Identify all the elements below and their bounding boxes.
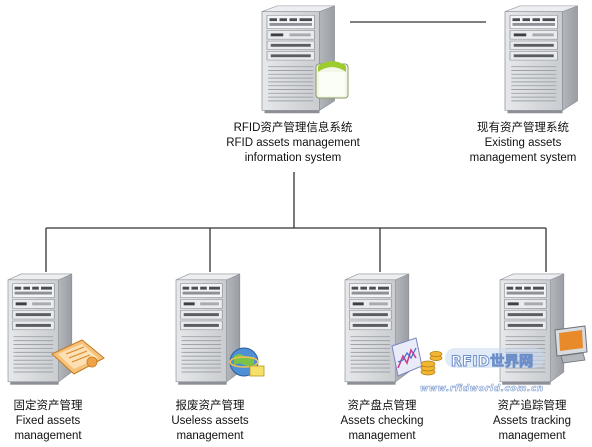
connector-lines [45,21,547,272]
monitor-icon [554,325,588,364]
watermark-badge [445,348,545,368]
label-existing-system: 现有资产管理系统 Existing assets management syst… [469,122,577,164]
label-assets-tracking: 资产追踪管理 Assets tracking management [493,400,571,442]
label-rfid-system: RFID资产管理信息系统 RFID assets management info… [226,122,360,164]
label-assets-checking: 资产盘点管理 Assets checking management [340,400,424,442]
server-existing-system [504,5,579,114]
watermark-title: RFID世界网 [451,354,534,371]
globe-icon [229,347,265,377]
green-box-icon [315,61,349,99]
label-useless-assets: 报废资产管理 Useless assets management [171,400,249,442]
watermark-url: www.rfidworld.com.cn [420,384,544,395]
label-fixed-assets: 固定资产管理 Fixed assets management [13,400,83,442]
orange-tablet-icon [51,339,105,375]
chart-coins-icon [391,337,443,377]
server-fixed-assets [7,273,73,386]
server-useless-assets [175,273,241,386]
